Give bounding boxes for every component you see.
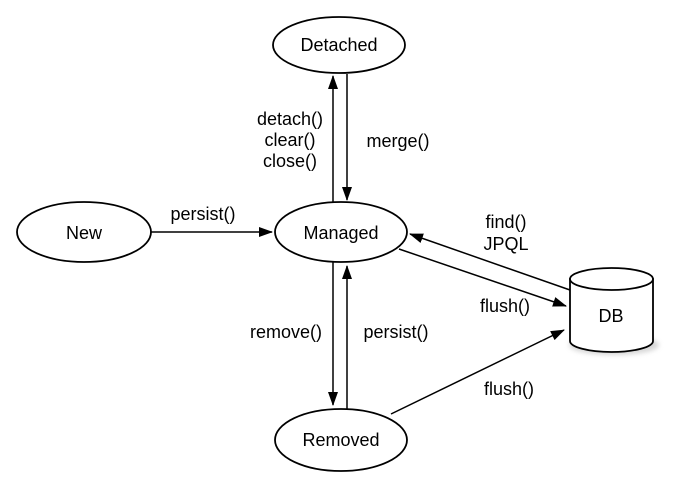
state-managed-label: Managed <box>303 223 378 243</box>
arrow-find-db-to-managed <box>409 233 571 291</box>
state-removed: Removed <box>274 408 408 472</box>
edge-label-merge: merge() <box>366 131 429 151</box>
transition-find-db-to-managed: find() JPQL <box>409 212 571 291</box>
database-cylinder: DB <box>569 267 659 355</box>
state-detached: Detached <box>272 16 406 74</box>
edge-label-find: find() <box>485 212 526 232</box>
state-removed-label: Removed <box>302 430 379 450</box>
state-new-ellipse <box>16 201 152 263</box>
state-removed-ellipse <box>274 408 408 472</box>
transition-detach-managed-to-detached: detach() clear() close() <box>257 75 338 202</box>
transition-flush-removed-to-db: flush() <box>390 329 565 415</box>
edge-label-jpql: JPQL <box>483 234 528 254</box>
transition-flush-managed-to-db: flush() <box>398 248 567 316</box>
edge-label-flush-removed: flush() <box>484 379 534 399</box>
edge-label-clear: clear() <box>264 130 315 150</box>
database-label: DB <box>598 306 623 326</box>
database-top <box>569 267 654 291</box>
transition-persist-removed-to-managed: persist() <box>342 265 429 409</box>
arrow-flush-managed-to-db <box>398 248 567 307</box>
transition-remove-managed-to-removed: remove() <box>250 262 338 406</box>
edge-label-flush-managed: flush() <box>480 296 530 316</box>
edge-label-persist-new: persist() <box>170 204 235 224</box>
state-detached-ellipse <box>272 16 406 74</box>
edge-label-persist-removed: persist() <box>363 322 428 342</box>
edge-label-detach: detach() <box>257 109 323 129</box>
transition-merge-detached-to-managed: merge() <box>342 74 430 201</box>
database-body <box>569 278 654 353</box>
state-managed: Managed <box>274 201 408 263</box>
state-detached-label: Detached <box>300 35 377 55</box>
edge-label-remove: remove() <box>250 322 322 342</box>
arrow-flush-removed-to-db <box>390 329 565 415</box>
transition-persist-new-to-managed: persist() <box>151 204 273 237</box>
state-managed-ellipse <box>274 201 408 263</box>
edge-label-close: close() <box>263 151 317 171</box>
state-new: New <box>16 201 152 263</box>
state-new-label: New <box>66 223 103 243</box>
